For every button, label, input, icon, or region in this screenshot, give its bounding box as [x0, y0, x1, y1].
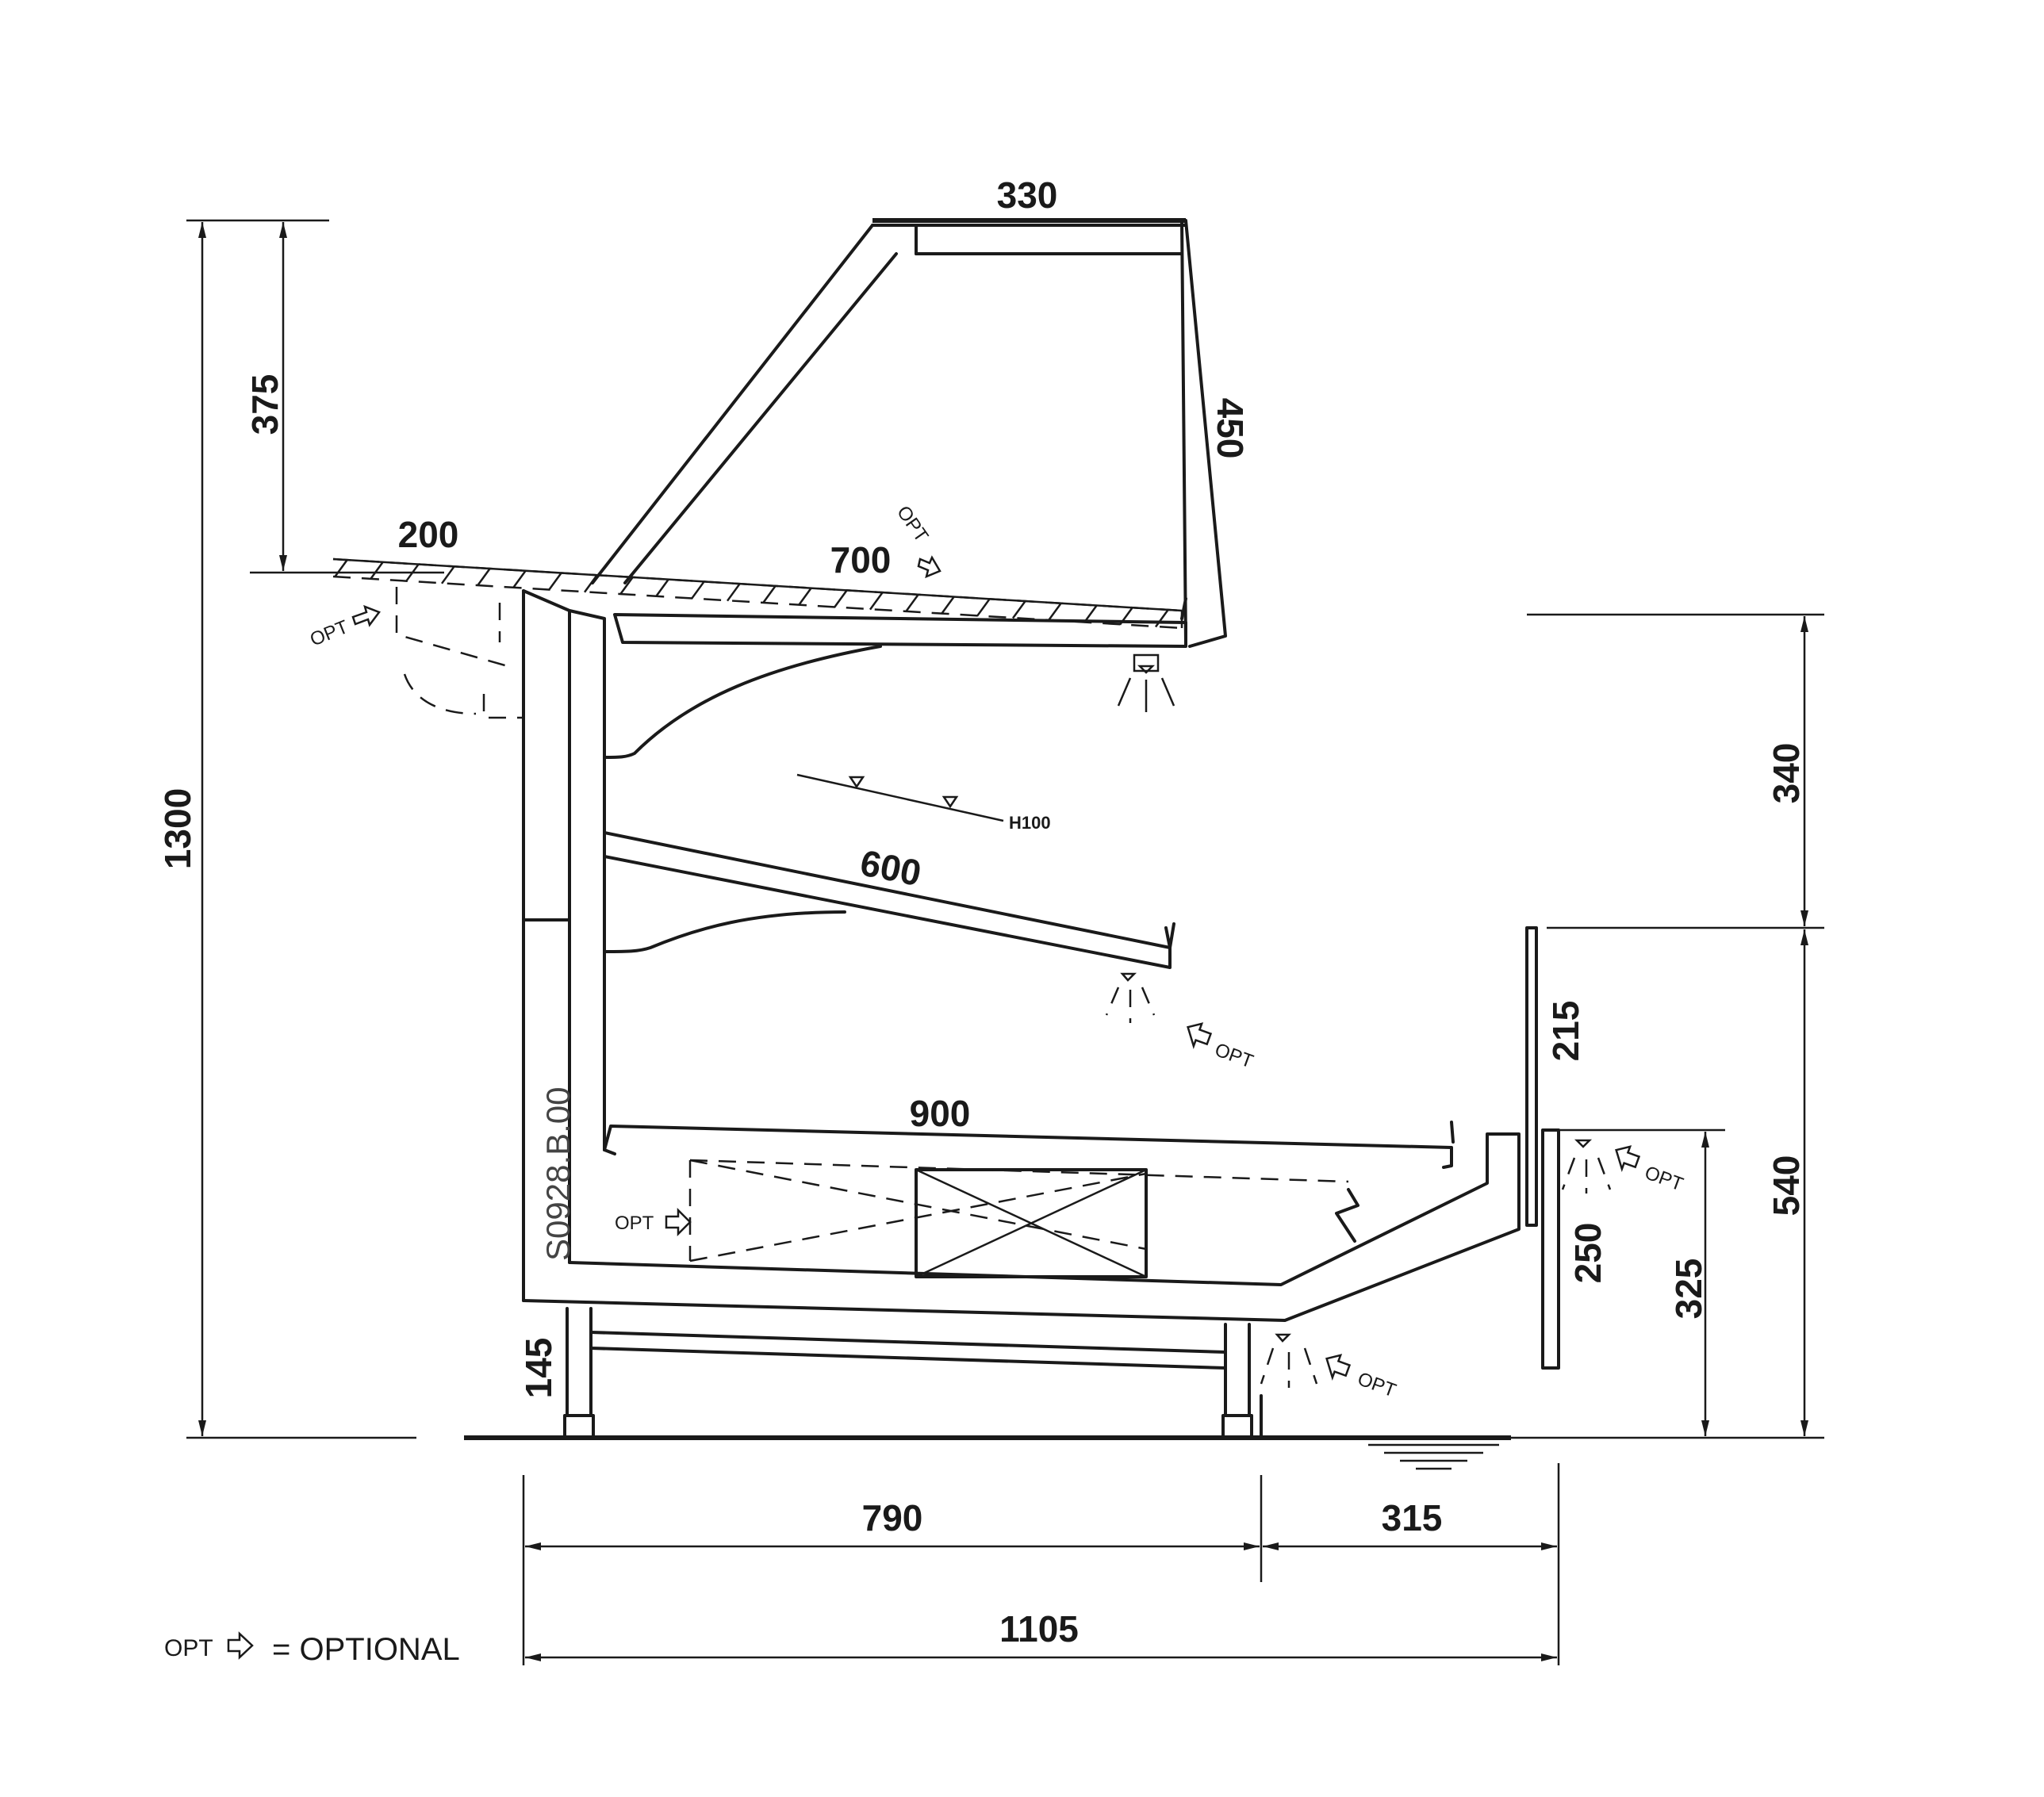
middle-shelf [603, 831, 1175, 969]
svg-text:OPT: OPT [615, 1213, 654, 1234]
hatch-mark [904, 593, 920, 613]
hatch-mark [833, 589, 849, 608]
dim-330: 330 [997, 174, 1058, 216]
hatch-mark [476, 567, 492, 587]
rear-column [522, 589, 616, 1302]
drawing-code: S0928.B.00 [539, 1086, 577, 1261]
opt-base-light: OPT [1325, 1354, 1399, 1402]
svg-text:OPT: OPT [892, 502, 933, 546]
dim-1300: 1300 [157, 788, 198, 869]
opt-rear-top: OPT [307, 604, 381, 651]
hatch-mark [869, 591, 884, 611]
dim-325: 325 [1668, 1259, 1709, 1320]
dim-200: 200 [398, 514, 459, 555]
hatch-mark [940, 596, 956, 615]
svg-text:OPT: OPT [307, 616, 351, 651]
display-case-structure [332, 218, 1612, 1470]
annotation-labels: H100 S0928.B.00 OPT OPT OPT OPT OPT OPT [307, 502, 1686, 1402]
front-panels [1525, 926, 1560, 1370]
dimension-lines [186, 219, 1824, 1665]
dim-450: 450 [1210, 398, 1251, 459]
hatch-mark [333, 558, 349, 578]
svg-text:OPT: OPT [1642, 1162, 1686, 1195]
dim-215: 215 [1545, 1001, 1586, 1062]
optional-rear-attachment [395, 587, 523, 719]
hatch-mark [797, 587, 813, 606]
hatch-mark [654, 578, 670, 597]
hatch-mark [440, 565, 456, 584]
legend-arrow-icon [227, 1631, 254, 1660]
hatch-mark [976, 598, 991, 617]
opt-compressor: OPT [615, 1207, 692, 1237]
svg-text:OPT: OPT [1355, 1368, 1399, 1401]
dim-145: 145 [518, 1338, 559, 1399]
hatch-mark [726, 582, 742, 602]
dim-250: 250 [1567, 1223, 1609, 1284]
hatch-mark [512, 569, 527, 589]
dim-790: 790 [862, 1497, 923, 1538]
legs [563, 1307, 1263, 1439]
opt-middle-light: OPT [1187, 1022, 1256, 1073]
hatch-mark [1047, 602, 1063, 622]
hatch-mark [761, 584, 777, 604]
hatch-mark [690, 580, 706, 600]
legend-opt: OPT [164, 1635, 213, 1661]
hatch-mark [619, 576, 635, 596]
shelf-marker [796, 773, 1004, 822]
glass-canopy [591, 218, 1227, 648]
dim-700: 700 [830, 539, 892, 580]
hatch-mark [583, 574, 599, 593]
legend: OPT = OPTIONAL [164, 1631, 460, 1667]
svg-text:OPT: OPT [1212, 1039, 1256, 1072]
dim-340: 340 [1766, 743, 1807, 804]
dim-375: 375 [244, 374, 286, 435]
hatch-mark [369, 561, 385, 580]
top-shelf [603, 597, 1187, 759]
hatch-mark [1154, 608, 1170, 628]
dim-540: 540 [1766, 1155, 1807, 1217]
light-fixtures [1105, 653, 1612, 1388]
hatch-mark [1083, 604, 1099, 623]
dimension-labels: 330 450 375 1300 200 700 600 900 340 540… [157, 174, 1807, 1649]
dim-900: 900 [910, 1093, 971, 1134]
hatch-mark [1118, 607, 1134, 626]
dim-1105: 1105 [999, 1608, 1079, 1649]
shelf-marker-label: H100 [1009, 813, 1051, 833]
ground-symbol [1368, 1443, 1499, 1470]
legend-text: = OPTIONAL [272, 1632, 460, 1667]
hatch-mark [1011, 600, 1027, 619]
hatch-mark [547, 572, 563, 591]
dim-315: 315 [1382, 1497, 1443, 1538]
compressor [688, 1159, 1349, 1278]
opt-top-shelf: OPT [892, 502, 941, 579]
base-well [522, 1121, 1521, 1322]
opt-front-light: OPT [1615, 1145, 1686, 1196]
